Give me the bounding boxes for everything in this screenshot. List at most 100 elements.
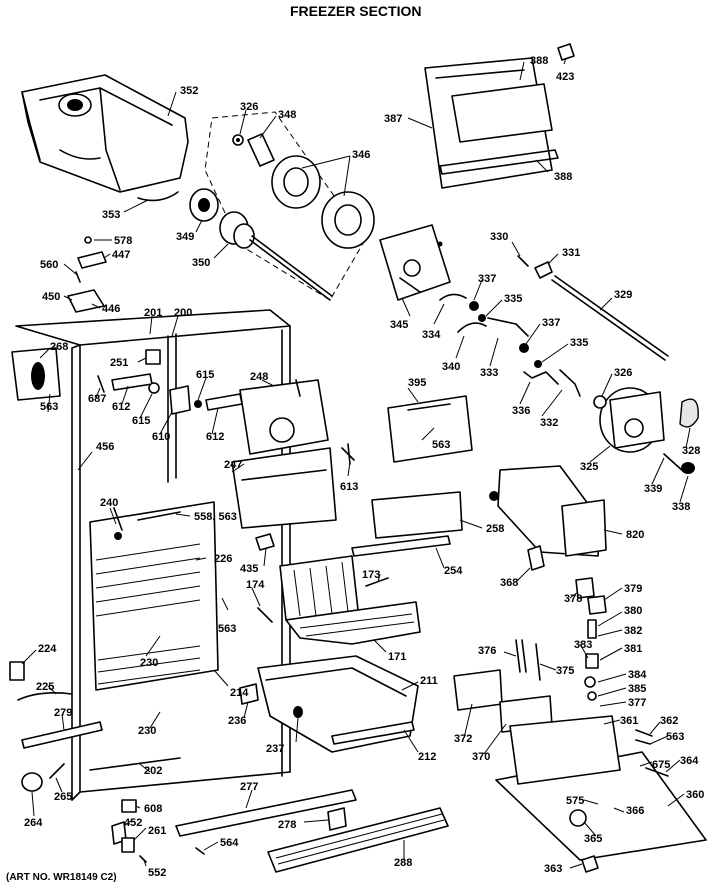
label-452: 452: [124, 817, 142, 829]
label-395: 395: [408, 377, 426, 389]
condenser-pan-360: [495, 715, 707, 861]
label-258: 258: [486, 523, 504, 535]
label-264: 264: [24, 817, 43, 829]
screw-564: [195, 847, 205, 855]
label-364: 364: [680, 755, 699, 767]
screw-265: [49, 763, 65, 779]
label-337-a: 337: [478, 273, 496, 285]
label-446: 446: [102, 303, 120, 315]
label-173: 173: [362, 569, 380, 581]
label-366: 366: [626, 805, 644, 817]
fitting-380: [587, 619, 597, 639]
label-560: 560: [40, 259, 58, 271]
label-345: 345: [390, 319, 408, 331]
auger-assembly-outline: [204, 111, 366, 301]
clip-608: [121, 799, 137, 813]
rod-329: [551, 279, 666, 361]
roller-264: [21, 772, 43, 792]
label-248: 248: [250, 371, 268, 383]
label-230-b: 230: [138, 725, 156, 737]
control-board-395: [387, 395, 473, 463]
label-675: 675: [652, 759, 670, 771]
label-338: 338: [672, 501, 690, 513]
label-435: 435: [240, 563, 258, 575]
label-578: 578: [114, 235, 132, 247]
screw-251: [145, 349, 161, 365]
label-360: 360: [686, 789, 704, 801]
label-612-b: 612: [206, 431, 224, 443]
bracket-447: [77, 251, 107, 269]
rail-202: [89, 757, 181, 771]
screw-364: [645, 767, 669, 777]
duct-247: [231, 447, 337, 529]
label-329: 329: [614, 289, 632, 301]
clip-278: [327, 807, 347, 831]
label-362: 362: [660, 715, 678, 727]
art-number: (ART NO. WR18149 C2): [6, 872, 117, 883]
bearing-349: [189, 188, 219, 222]
label-384: 384: [628, 669, 647, 681]
link-336: [523, 371, 559, 385]
label-612-a: 612: [112, 401, 130, 413]
clip-331: [534, 261, 553, 279]
label-552: 552: [148, 867, 166, 879]
label-333: 333: [480, 367, 498, 379]
dispenser-door-387: [424, 57, 559, 189]
label-202: 202: [144, 765, 162, 777]
clip-379: [587, 595, 607, 615]
clamp-450: [67, 289, 105, 313]
label-240: 240: [100, 497, 118, 509]
label-375: 375: [556, 665, 574, 677]
label-353: 353: [102, 209, 120, 221]
tube-225: [17, 692, 73, 701]
label-563-socket: 563: [40, 401, 58, 413]
screw-687: [97, 375, 105, 393]
spring-174: [257, 607, 273, 623]
label-423: 423: [556, 71, 574, 83]
label-564: 564: [220, 837, 239, 849]
clip-558-563: [137, 511, 181, 521]
label-337-b: 337: [542, 317, 560, 329]
wire-harness-376: [515, 639, 527, 673]
label-211: 211: [420, 675, 438, 687]
clip-368: [527, 545, 545, 571]
label-820: 820: [626, 529, 644, 541]
label-254: 254: [444, 565, 463, 577]
label-288: 288: [394, 857, 412, 869]
bracket-348: [247, 133, 275, 167]
rail-212: [331, 721, 415, 745]
label-388-top: 388: [530, 55, 548, 67]
screw-552: [139, 855, 147, 863]
label-615-b: 615: [132, 415, 150, 427]
cam-340: [457, 322, 487, 333]
auger-clip-353: [137, 191, 179, 202]
label-563-pan: 563: [666, 731, 684, 743]
label-610: 610: [152, 431, 170, 443]
label-383: 383: [574, 639, 592, 651]
ring-385: [587, 691, 597, 701]
switch-610: [169, 385, 191, 415]
bushing-337-b: [519, 343, 529, 353]
motor-325: [599, 387, 665, 453]
label-334: 334: [422, 329, 441, 341]
label-201: 201: [144, 307, 162, 319]
label-370: 370: [472, 751, 490, 763]
label-377: 377: [628, 697, 646, 709]
bushing-337-a: [469, 301, 479, 311]
mounting-plate-345: [379, 224, 451, 301]
label-447: 447: [112, 249, 130, 261]
lever-333: [487, 317, 529, 337]
bracket-261: [121, 837, 135, 853]
label-225: 225: [36, 681, 54, 693]
trough-279: [21, 721, 103, 749]
ice-bucket-352: [21, 74, 189, 193]
label-325: 325: [580, 461, 598, 473]
cover-435: [255, 533, 275, 551]
bracket-612-b: [205, 393, 243, 411]
clips-362: [635, 729, 653, 745]
label-279: 279: [54, 707, 72, 719]
label-265: 265: [54, 791, 72, 803]
light-socket-268: [11, 347, 61, 401]
label-352: 352: [180, 85, 198, 97]
nut-384: [584, 676, 596, 688]
